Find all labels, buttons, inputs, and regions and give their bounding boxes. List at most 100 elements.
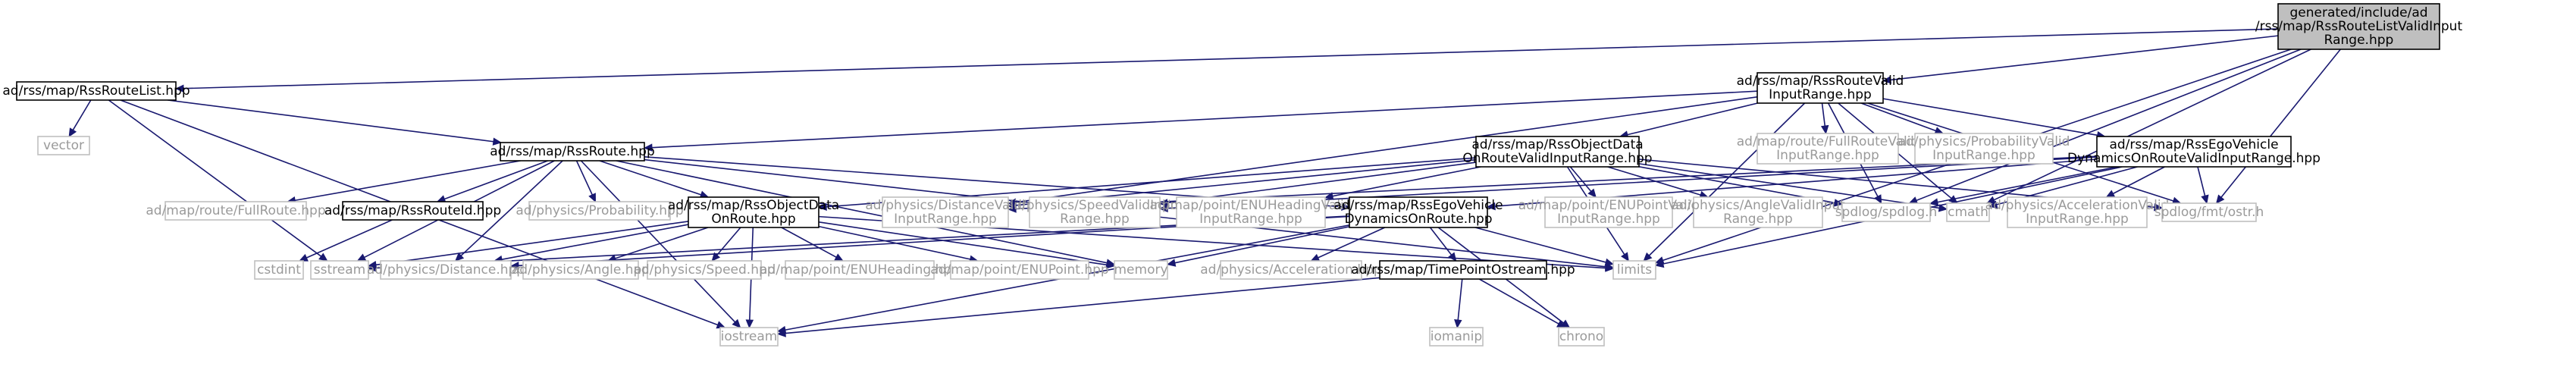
node-objdatavalid[interactable]: ad/rss/map/RssObjectDataOnRouteValidInpu… — [1462, 136, 1653, 168]
node-box-objdata — [688, 196, 819, 228]
edge-rssroute-to-memory — [616, 160, 1108, 264]
node-box-enuheadvalid — [1176, 196, 1326, 228]
edge-layer — [68, 28, 2341, 337]
edge-objdata-to-sstream — [375, 221, 689, 266]
edge-ego-to-acceleration — [1318, 227, 1386, 259]
arrowhead-objdata-to-iostream — [745, 319, 754, 329]
arrowhead-rssroute-to-distance — [454, 252, 465, 262]
node-box-routelist — [16, 81, 177, 101]
node-label-objdata: ad/rss/map/RssObjectData — [668, 198, 839, 213]
node-label-chrono: chrono — [1559, 329, 1603, 344]
node-box-egovalid — [2096, 136, 2292, 168]
node-box-speedvalid — [1029, 196, 1161, 228]
node-label-speed: ad/physics/Speed.hpp — [633, 262, 775, 278]
arrowhead-ego-to-distance — [509, 262, 519, 270]
node-box-cmath — [1946, 202, 1990, 222]
node-sstream: sstream — [310, 260, 369, 280]
arrowhead-objdata-to-enuheading — [834, 253, 844, 262]
edge-routevalid-to-egovalid — [1882, 98, 2098, 136]
arrowhead-objdatavalid-to-limits — [1621, 252, 1629, 262]
arrowhead-rssroute-to-iostream — [732, 318, 741, 328]
arrowhead-ego-to-timepoint — [1448, 252, 1457, 262]
node-label-enuheadvalid: InputRange.hpp — [1199, 212, 1302, 227]
arrowhead-objdata-to-memory — [1105, 261, 1116, 269]
node-routelist[interactable]: ad/rss/map/RssRouteList.hpp — [2, 81, 190, 101]
node-ego[interactable]: ad/rss/map/RssEgoVehicleDynamicsOnRoute.… — [1333, 196, 1503, 228]
node-label-ego: ad/rss/map/RssEgoVehicle — [1333, 198, 1503, 213]
node-fullroutevalid: ad/map/route/FullRouteValidInputRange.hp… — [1737, 133, 1919, 165]
node-box-vector — [37, 136, 90, 155]
edge-egovalid-to-ostr — [2197, 166, 2206, 196]
arrowhead-egovalid-to-cmath — [1988, 200, 1998, 209]
node-label-distvalid: InputRange.hpp — [894, 212, 997, 227]
arrowhead-rssroute-to-sstream — [356, 253, 367, 262]
node-accelvalid: ad/physics/AccelerationValidInputRange.h… — [1985, 196, 2170, 228]
arrowhead-root-to-cmath — [1986, 196, 1996, 204]
node-layer: generated/include/ad/rss/map/RssRouteLis… — [2, 3, 2462, 347]
node-box-probvalid — [1914, 133, 2054, 165]
arrowhead-objdatavalid-to-enupointvalid — [1587, 188, 1597, 198]
node-label-cmath: cmath — [1948, 205, 1988, 220]
node-label-acceleration: ad/physics/Acceleration.hpp — [1200, 262, 1381, 278]
node-label-iomanip: iomanip — [1431, 329, 1482, 344]
node-box-fullroute — [165, 201, 307, 221]
node-label-egovalid: ad/rss/map/RssEgoVehicle — [2109, 137, 2278, 152]
node-box-iostream — [719, 327, 779, 347]
node-angle: ad/physics/Angle.hpp — [512, 260, 650, 280]
node-enupoint: ad/map/point/ENUPoint.hpp — [930, 260, 1109, 280]
arrowhead-objdatavalid-to-enuheadvalid — [1324, 192, 1334, 200]
node-label-limits: limits — [1617, 262, 1652, 278]
edge-objdata-to-angle — [615, 227, 709, 259]
node-label-anglevalid: Range.hpp — [1723, 212, 1793, 227]
arrowhead-root-to-routelist — [174, 84, 184, 93]
node-routeid[interactable]: ad/rss/map/RssRouteId.hpp — [324, 201, 501, 221]
node-label-fullroutevalid: InputRange.hpp — [1776, 148, 1879, 163]
node-box-acceleration — [1220, 260, 1362, 280]
node-root: generated/include/ad/rss/map/RssRouteLis… — [2255, 3, 2462, 50]
node-label-enuheading: ad/map/point/ENUHeading.hpp — [760, 262, 960, 278]
node-label-anglevalid: ad/physics/AngleValidInput — [1671, 198, 1845, 213]
edge-egovalid-to-accelvalid — [2113, 166, 2165, 195]
edge-rssroute-to-objdata — [599, 160, 702, 196]
node-box-enupointvalid — [1544, 196, 1673, 228]
node-box-objdatavalid — [1475, 136, 1640, 168]
node-egovalid[interactable]: ad/rss/map/RssEgoVehicleDynamicsOnRouteV… — [2067, 136, 2321, 168]
edge-ego-to-memory — [1174, 226, 1350, 264]
arrowhead-routevalid-to-fullroutevalid — [1820, 124, 1829, 135]
node-rssroute[interactable]: ad/rss/map/RssRoute.hpp — [490, 142, 655, 162]
arrowhead-rssroute-to-ego — [1341, 202, 1351, 211]
node-label-probability: ad/physics/Probability.hpp — [516, 203, 683, 218]
edge-root-to-spdlog — [1916, 49, 2302, 202]
node-label-routelist: ad/rss/map/RssRouteList.hpp — [2, 83, 190, 99]
edge-rssroute-to-fullroute — [295, 160, 521, 202]
edge-objdata-to-memory — [818, 221, 1108, 266]
arrowhead-routelist-to-rssroute — [492, 137, 503, 146]
node-distance: ad/physics/Distance.hpp — [367, 260, 525, 280]
node-box-enuheading — [785, 260, 935, 280]
node-box-iomanip — [1429, 327, 1484, 347]
edge-root-to-cmath — [1993, 49, 2311, 201]
edge-rssroute-to-distance — [460, 160, 563, 256]
arrowhead-ego-to-sstream — [367, 264, 377, 272]
edge-objdata-to-speed — [716, 227, 741, 256]
node-box-sstream — [310, 260, 369, 280]
node-timepoint[interactable]: ad/rss/map/TimePointOstream.hpp — [1351, 260, 1575, 280]
node-box-speed — [647, 260, 762, 280]
edge-rssroute-to-iostream — [580, 160, 736, 323]
node-label-angle: ad/physics/Angle.hpp — [512, 262, 650, 278]
node-label-enupointvalid: ad/map/point/ENUPointValid — [1518, 198, 1700, 213]
arrowhead-timepoint-to-iomanip — [1454, 319, 1462, 329]
node-label-sstream: sstream — [314, 262, 365, 278]
node-box-timepoint — [1379, 260, 1547, 280]
arrowhead-objdata-to-limits — [1605, 264, 1615, 272]
edge-root-to-routelist — [183, 28, 2279, 89]
node-label-probvalid: ad/physics/ProbabilityValid — [1898, 134, 2070, 149]
node-label-accelvalid: InputRange.hpp — [2026, 212, 2129, 227]
node-label-ego: DynamicsOnRoute.hpp — [1344, 212, 1492, 227]
node-chrono: chrono — [1558, 327, 1605, 347]
node-box-anglevalid — [1693, 196, 1823, 228]
node-label-accelvalid: ad/physics/AccelerationValid — [1985, 198, 2170, 213]
